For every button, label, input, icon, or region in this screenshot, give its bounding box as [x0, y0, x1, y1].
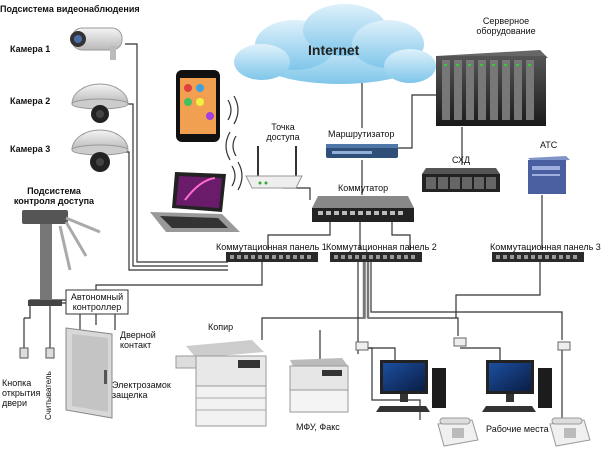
cables: [23, 43, 563, 420]
reader-label: Считыватель: [44, 371, 53, 420]
internet-label: Internet: [308, 42, 360, 58]
switch-icon: [312, 196, 414, 222]
access-subsystem-label: Подсистема контроля доступа: [13, 186, 95, 206]
wifi-waves: [225, 95, 243, 191]
exit-button-label: Кнопка открытия двери: [2, 378, 41, 408]
patch-panel-3-label: Коммутационная панель 3: [490, 242, 601, 252]
access-point-icon: [245, 146, 303, 189]
router-icon: [326, 144, 398, 158]
pbx-icon: [528, 156, 570, 194]
camera-2-icon: [71, 83, 129, 123]
video-subsystem-label: Подсистема видеонаблюдения: [0, 4, 140, 14]
server-rack-icon: [436, 50, 548, 126]
patch-panel-2-icon: [330, 252, 422, 262]
mfp-fax-label: МФУ, Факс: [296, 422, 340, 432]
camera-1-label: Камера 1: [10, 44, 51, 54]
smartphone-icon: [176, 70, 220, 142]
controller-box: [65, 289, 129, 315]
phone-1-icon: [437, 417, 479, 447]
turnstile-icon: [22, 210, 101, 306]
workstation-2-icon: [482, 360, 552, 412]
trunk-cables: [362, 262, 370, 318]
camera-3-icon: [71, 129, 129, 172]
internet-cloud: [234, 4, 436, 84]
exit-button-icon: [19, 347, 29, 359]
workstations-label: Рабочие места: [486, 424, 549, 434]
patch-panel-1-label: Коммутационная панель 1: [216, 242, 327, 252]
access-point-label: Точка доступа: [266, 122, 300, 142]
storage-icon: [422, 168, 500, 192]
phone-2-icon: [549, 417, 591, 447]
autonomous-controller-label: Автономный контроллер: [70, 292, 124, 312]
patch-panel-2-label: Коммутационная панель 2: [326, 242, 437, 252]
jack-3-icon: [557, 341, 571, 351]
camera-3-label: Камера 3: [10, 144, 51, 154]
camera-1-icon: [70, 27, 123, 60]
laptop-icon: [150, 172, 240, 232]
camera-2-label: Камера 2: [10, 96, 51, 106]
jack-2-icon: [453, 337, 467, 347]
mfp-icon: [289, 358, 349, 413]
switch-label: Коммутатор: [338, 183, 389, 193]
server-equipment-label: Серверное оборудование: [476, 16, 536, 36]
door-icon: [65, 327, 113, 419]
pbx-label: АТС: [540, 140, 558, 150]
storage-label: СХД: [452, 155, 471, 165]
electric-lock-label: Электрозамок защелка: [112, 380, 171, 400]
router-label: Маршрутизатор: [328, 129, 395, 139]
patch-panel-1-icon: [226, 252, 318, 262]
jack-1-icon: [355, 341, 369, 351]
workstation-1-icon: [376, 360, 446, 412]
patch-panel-3-icon: [492, 252, 584, 262]
door-contact-label: Дверной контакт: [120, 330, 156, 350]
copier-label: Копир: [208, 322, 234, 332]
reader-icon: [45, 347, 55, 359]
copier-icon: [175, 340, 267, 427]
